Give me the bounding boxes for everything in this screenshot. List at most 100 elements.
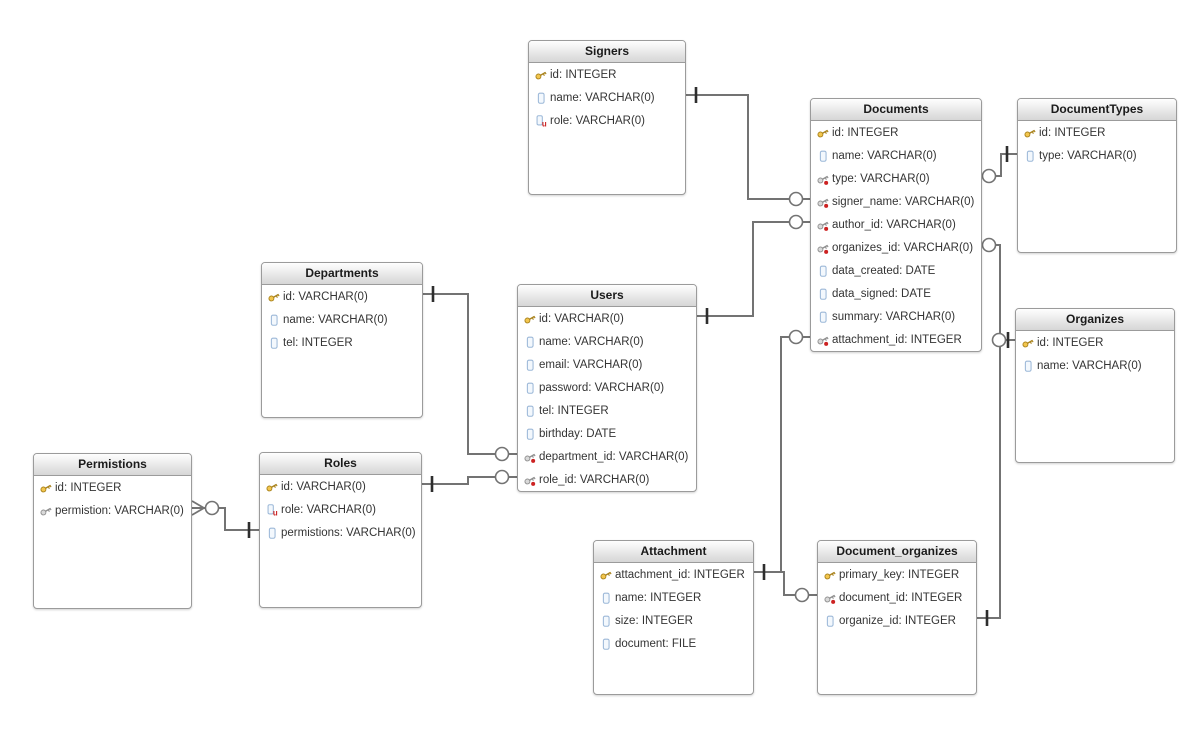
column-icon: [598, 614, 613, 628]
column-row[interactable]: id: INTEGER: [529, 63, 685, 86]
cardinality-zero-marker: [204, 500, 220, 516]
column-label: organize_id: INTEGER: [839, 614, 956, 627]
table-title[interactable]: DocumentTypes: [1018, 99, 1176, 121]
column-label: name: VARCHAR(0): [832, 149, 937, 162]
column-row[interactable]: tel: INTEGER: [518, 399, 696, 422]
foreign-key-icon: [815, 333, 830, 347]
column-row[interactable]: type: VARCHAR(0): [1018, 144, 1176, 167]
column-row[interactable]: name: VARCHAR(0): [529, 86, 685, 109]
column-row[interactable]: primary_key: INTEGER: [818, 563, 976, 586]
column-row[interactable]: author_id: VARCHAR(0): [811, 213, 981, 236]
table-title[interactable]: Users: [518, 285, 696, 307]
column-row[interactable]: id: INTEGER: [811, 121, 981, 144]
column-label: name: INTEGER: [615, 591, 702, 604]
column-row[interactable]: name: INTEGER: [594, 586, 753, 609]
table-title[interactable]: Organizes: [1016, 309, 1174, 331]
column-row[interactable]: name: VARCHAR(0): [1016, 354, 1174, 377]
primary-key-icon: [815, 126, 830, 140]
column-row[interactable]: document_id: INTEGER: [818, 586, 976, 609]
column-label: tel: INTEGER: [539, 404, 609, 417]
column-row[interactable]: document: FILE: [594, 632, 753, 655]
column-label: name: VARCHAR(0): [539, 335, 644, 348]
column-row[interactable]: birthday: DATE: [518, 422, 696, 445]
primary-key-icon: [264, 480, 279, 494]
primary-key-icon: [1022, 126, 1037, 140]
column-row[interactable]: data_created: DATE: [811, 259, 981, 282]
column-row[interactable]: size: INTEGER: [594, 609, 753, 632]
column-row[interactable]: data_signed: DATE: [811, 282, 981, 305]
column-row[interactable]: summary: VARCHAR(0): [811, 305, 981, 328]
column-row[interactable]: name: VARCHAR(0): [518, 330, 696, 353]
column-row[interactable]: attachment_id: INTEGER: [594, 563, 753, 586]
foreign-key-icon: [815, 218, 830, 232]
cardinality-many-marker: [191, 500, 205, 509]
unique-icon: u: [533, 114, 548, 128]
column-label: id: VARCHAR(0): [281, 480, 366, 493]
table-title[interactable]: Attachment: [594, 541, 753, 563]
column-icon: [522, 427, 537, 441]
column-row[interactable]: id: INTEGER: [1016, 331, 1174, 354]
table-departments[interactable]: Departments id: VARCHAR(0) name: VARCHAR(0…: [261, 262, 423, 418]
column-row[interactable]: id: INTEGER: [34, 476, 191, 499]
table-title[interactable]: Permistions: [34, 454, 191, 476]
cardinality-zero-marker: [981, 168, 997, 184]
column-icon: [598, 637, 613, 651]
column-label: document: FILE: [615, 637, 697, 650]
column-label: summary: VARCHAR(0): [832, 310, 956, 323]
column-label: size: INTEGER: [615, 614, 693, 627]
primary-key-icon: [533, 68, 548, 82]
table-title[interactable]: Roles: [260, 453, 421, 475]
table-title[interactable]: Documents: [811, 99, 981, 121]
column-row[interactable]: password: VARCHAR(0): [518, 376, 696, 399]
key-icon: [38, 504, 53, 518]
column-row[interactable]: organizes_id: VARCHAR(0): [811, 236, 981, 259]
column-icon: [266, 313, 281, 327]
column-row[interactable]: role_id: VARCHAR(0): [518, 468, 696, 491]
cardinality-many-marker: [191, 507, 205, 516]
column-label: id: INTEGER: [1039, 126, 1106, 139]
column-label: id: VARCHAR(0): [283, 290, 368, 303]
foreign-key-icon: [815, 172, 830, 186]
column-icon: [598, 591, 613, 605]
column-row[interactable]: permistion: VARCHAR(0): [34, 499, 191, 522]
column-row[interactable]: name: VARCHAR(0): [811, 144, 981, 167]
column-icon: [522, 358, 537, 372]
column-row[interactable]: permistions: VARCHAR(0): [260, 521, 421, 544]
table-title[interactable]: Signers: [529, 41, 685, 63]
foreign-key-icon: [815, 241, 830, 255]
foreign-key-icon: [522, 450, 537, 464]
table-title[interactable]: Document_organizes: [818, 541, 976, 563]
column-label: id: INTEGER: [1037, 336, 1104, 349]
column-row[interactable]: organize_id: INTEGER: [818, 609, 976, 632]
svg-text:u: u: [541, 119, 546, 127]
column-label: department_id: VARCHAR(0): [539, 450, 689, 463]
table-organizes[interactable]: Organizes id: INTEGER name: VARCHAR(0): [1015, 308, 1175, 463]
column-row[interactable]: id: VARCHAR(0): [260, 475, 421, 498]
column-row[interactable]: id: VARCHAR(0): [518, 307, 696, 330]
column-row[interactable]: id: VARCHAR(0): [262, 285, 422, 308]
column-row[interactable]: tel: INTEGER: [262, 331, 422, 354]
column-row[interactable]: department_id: VARCHAR(0): [518, 445, 696, 468]
column-row[interactable]: name: VARCHAR(0): [262, 308, 422, 331]
table-documenttypes[interactable]: DocumentTypes id: INTEGER type: VARCHAR(0): [1017, 98, 1177, 253]
column-row[interactable]: signer_name: VARCHAR(0): [811, 190, 981, 213]
cardinality-zero-marker: [981, 237, 997, 253]
table-title[interactable]: Departments: [262, 263, 422, 285]
column-row[interactable]: attachment_id: INTEGER: [811, 328, 981, 351]
cardinality-zero-marker: [788, 191, 804, 207]
column-row[interactable]: id: INTEGER: [1018, 121, 1176, 144]
column-row[interactable]: email: VARCHAR(0): [518, 353, 696, 376]
relationship-document_organizes-organize_id--organizes-id: [977, 340, 1001, 619]
column-row[interactable]: type: VARCHAR(0): [811, 167, 981, 190]
column-icon: [1020, 359, 1035, 373]
